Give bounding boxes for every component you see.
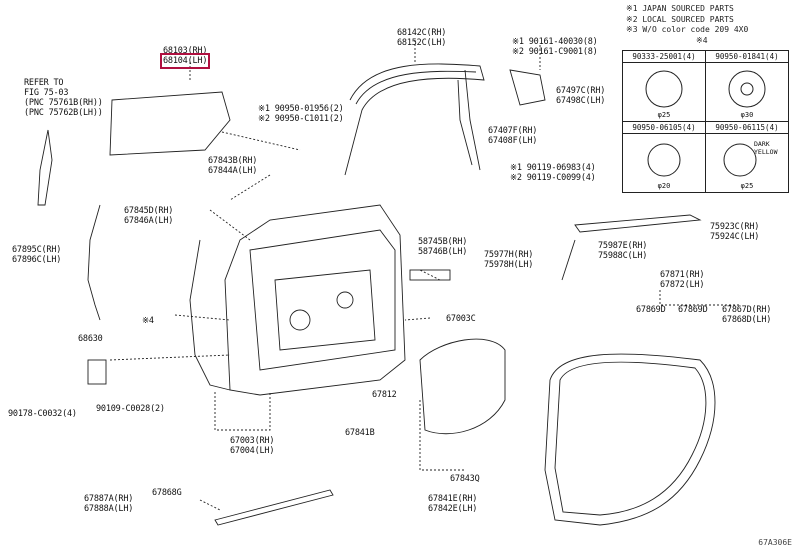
door-panel: [224, 204, 406, 396]
label-mold-lh[interactable]: 75924C(LH): [710, 232, 760, 242]
fastener-color-note: DARK YELLOW: [754, 140, 778, 156]
label-hinge[interactable]: 68630: [78, 334, 103, 344]
fastener-table: 90333-25001(4)φ25 90950-01841(4)φ30 9095…: [622, 50, 789, 193]
label-run-rh[interactable]: 68142C(RH): [397, 28, 447, 38]
label-outer-rh[interactable]: 75977H(RH): [484, 250, 534, 260]
label-seal-rh[interactable]: 67407F(RH): [488, 126, 538, 136]
label-clip-1b[interactable]: ※2 90950-C1011(2): [258, 114, 344, 124]
label-frame-lh[interactable]: 67844A(LH): [208, 166, 258, 176]
label-screw-1b[interactable]: ※2 90119-C0099(4): [510, 173, 596, 183]
label-clip-a[interactable]: 67869D: [636, 305, 666, 315]
label-strip-rh[interactable]: 67887A(RH): [84, 494, 134, 504]
label-refer-4[interactable]: (PNC 75762B(LH)): [24, 108, 103, 118]
label-trim-rh[interactable]: 67497C(RH): [556, 86, 606, 96]
label-service[interactable]: 67843Q: [450, 474, 480, 484]
label-outer-lh[interactable]: 75978H(LH): [484, 260, 534, 270]
note-4: ※4: [696, 35, 708, 45]
label-hole-lh[interactable]: 67842E(LH): [428, 504, 478, 514]
belt-moulding: [574, 214, 702, 233]
diagram-code: 67A306E: [758, 538, 792, 547]
label-belt-lh[interactable]: 75988C(LH): [598, 251, 648, 261]
label-weather-lh[interactable]: 67896C(LH): [12, 255, 62, 265]
label-gclip[interactable]: 67841B: [345, 428, 375, 438]
bottom-strip: [214, 489, 334, 526]
label-run-lh[interactable]: 68152C(LH): [397, 38, 447, 48]
note-1: ※1 JAPAN SOURCED PARTS: [626, 4, 734, 13]
corner-trim: [509, 69, 546, 106]
label-sash-rh[interactable]: 67845D(RH): [124, 206, 174, 216]
label-glass-rh[interactable]: 68103(RH): [163, 46, 208, 56]
glass-run: [344, 63, 485, 176]
label-clip-b[interactable]: 67869D: [678, 305, 708, 315]
label-refer-3[interactable]: (PNC 75761B(RH)): [24, 98, 103, 108]
label-bolt-1a[interactable]: ※1 90161-40030(8): [512, 37, 598, 47]
label-weather2-lh[interactable]: 67868D(LH): [722, 315, 772, 325]
label-panel-rh[interactable]: 67003(RH): [230, 436, 275, 446]
label-hole-rh[interactable]: 67841E(RH): [428, 494, 478, 504]
label-weather-rh[interactable]: 67895C(RH): [12, 245, 62, 255]
label-belt-rh[interactable]: 75987E(RH): [598, 241, 648, 251]
label-sash-lh[interactable]: 67846A(LH): [124, 216, 174, 226]
label-clip-g[interactable]: 67868G: [152, 488, 182, 498]
note-2: ※2 LOCAL SOURCED PARTS: [626, 14, 734, 24]
label-clip-c[interactable]: 67003C: [446, 314, 476, 324]
label-refer-2: FIG 75-03: [24, 88, 69, 98]
fastener-cell[interactable]: 90950-01841(4)φ30: [705, 50, 789, 122]
label-bolt-mid[interactable]: 90109-C0028(2): [96, 404, 165, 414]
label-star4: ※4: [142, 316, 154, 326]
label-bolt-1b[interactable]: ※2 90161-C9001(8): [512, 47, 598, 57]
label-refer-1: REFER TO: [24, 78, 64, 88]
service-hole-cover: [419, 338, 506, 435]
label-frame-rh[interactable]: 67843B(RH): [208, 156, 258, 166]
weather-strip-rear: [544, 353, 716, 526]
fastener-cell[interactable]: 90950-06105(4)φ20: [622, 121, 706, 193]
label-pad-rh[interactable]: 58745B(RH): [418, 237, 468, 247]
label-screw-1a[interactable]: ※1 90119-06983(4): [510, 163, 596, 173]
label-ws-lh[interactable]: 67872(LH): [660, 280, 705, 290]
label-panel-lh[interactable]: 67004(LH): [230, 446, 275, 456]
weather-strip-front: [87, 204, 101, 321]
label-bolt-left[interactable]: 90178-C0032(4): [8, 409, 77, 419]
door-glass: [109, 91, 231, 156]
label-pclip[interactable]: 67812: [372, 390, 397, 400]
label-clip-1a[interactable]: ※1 90950-01956(2): [258, 104, 344, 114]
label-mold-rh[interactable]: 75923C(RH): [710, 222, 760, 232]
door-seal-strip: [464, 69, 481, 171]
label-ws-rh[interactable]: 67871(RH): [660, 270, 705, 280]
label-trim-lh[interactable]: 67498C(LH): [556, 96, 606, 106]
label-pad-lh[interactable]: 58746B(LH): [418, 247, 468, 257]
label-seal-lh[interactable]: 67408F(LH): [488, 136, 538, 146]
label-strip-lh[interactable]: 67888A(LH): [84, 504, 134, 514]
fastener-cell[interactable]: 90333-25001(4)φ25: [622, 50, 706, 122]
legend-notes: ※1 JAPAN SOURCED PARTS ※2 LOCAL SOURCED …: [626, 4, 748, 46]
note-3: ※3 W/O color code 209 4X0: [626, 25, 749, 34]
label-weather2-rh[interactable]: 67867D(RH): [722, 305, 772, 315]
label-glass-lh[interactable]: 68104(LH): [159, 53, 211, 69]
